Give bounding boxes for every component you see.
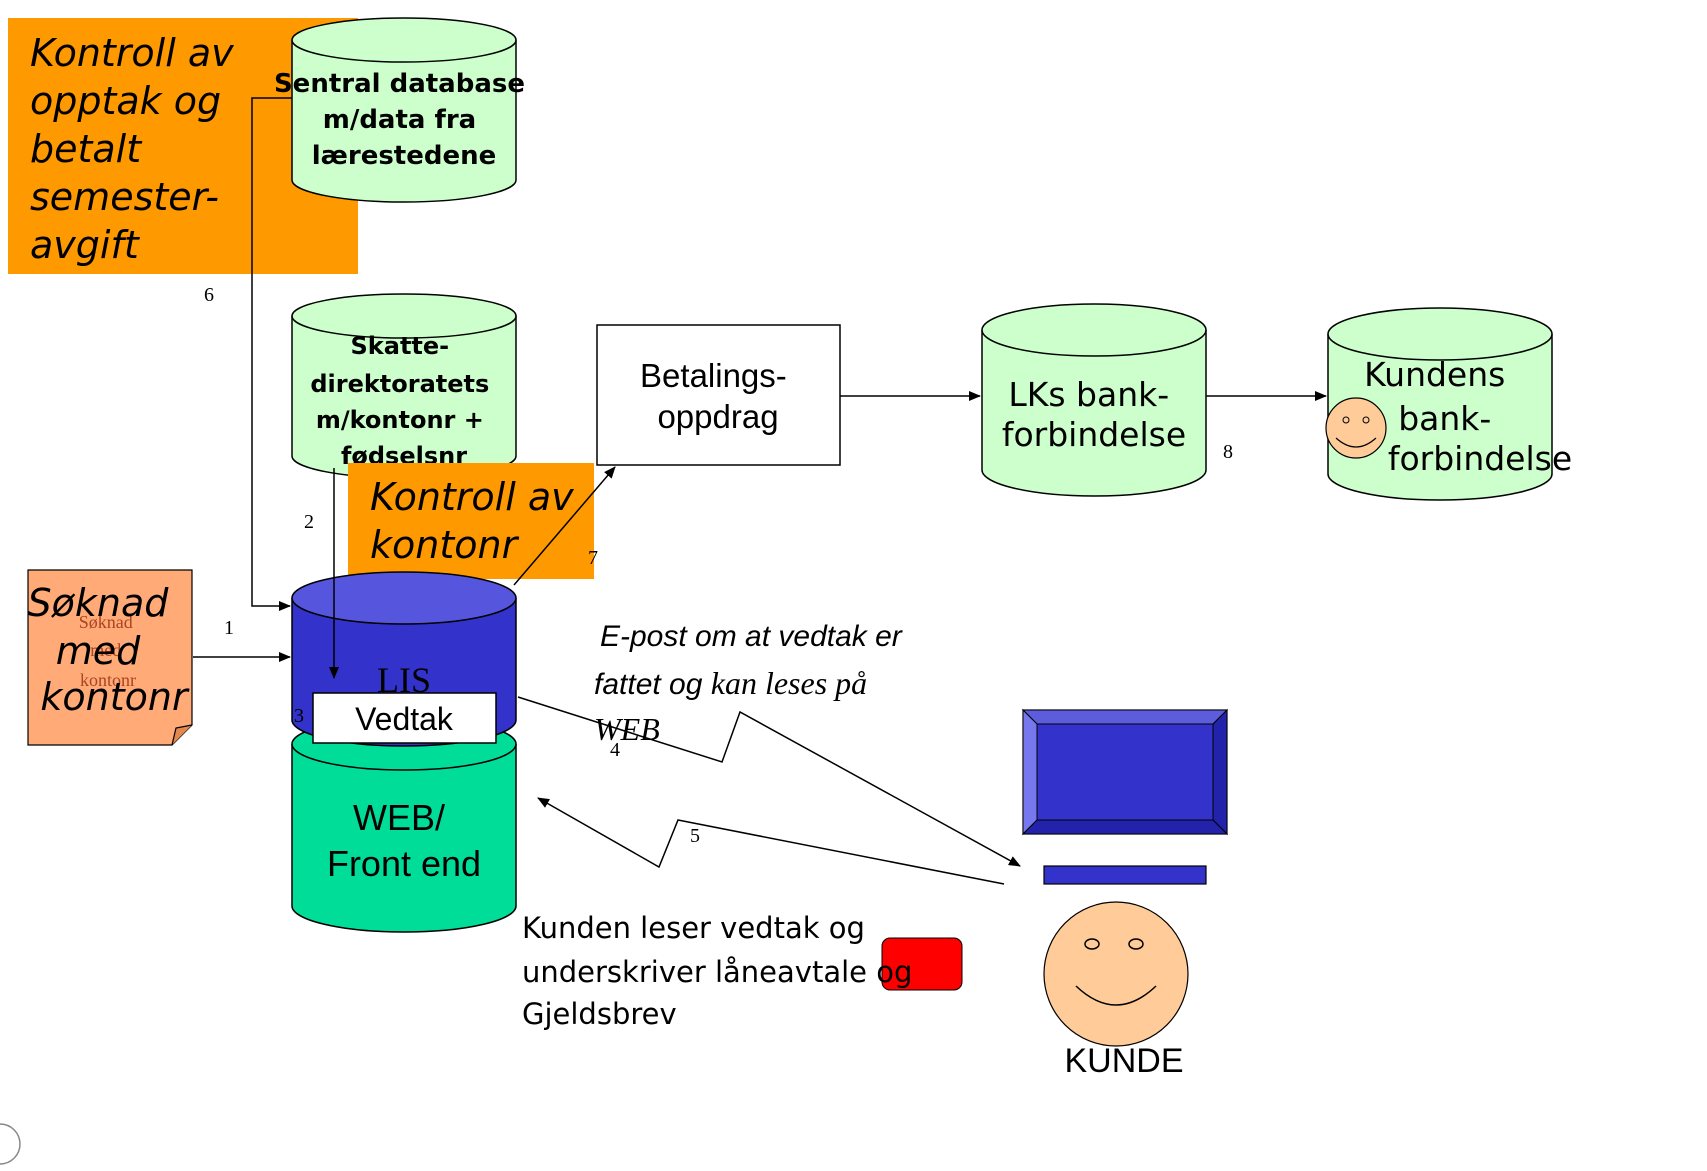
svg-text:Søknad med kontonr: Søknad med kontonr	[28, 581, 190, 719]
svg-text:Kontroll av opptak og: Kontroll av opptak og betalt semester- a…	[30, 31, 246, 267]
kunde-label: KUNDE	[1064, 1042, 1183, 1080]
svg-text:Søknad med kontonr: Søknad med kontonr	[79, 612, 138, 690]
svg-text:1: 1	[224, 617, 234, 639]
db-kundens-bank: Kundens bank- forbindelse	[1327, 307, 1572, 501]
svg-text:WEB: WEB	[594, 711, 660, 747]
svg-text:4: 4	[610, 739, 620, 761]
connectors	[193, 97, 1327, 885]
svg-text:LKs bank- forbindelse: LKs bank- forbindelse	[1002, 375, 1186, 454]
db-lis: LIS Vedtak	[291, 571, 517, 747]
kunden-text: Kunden leser vedtak og underskriver låne…	[522, 911, 912, 1031]
svg-text:Vedtak: Vedtak	[355, 701, 454, 737]
soknad-note: Søknad med kontonr Søknad med kontonr	[27, 569, 193, 746]
step-numbers: 6 2 1 3 4 5 7 8	[204, 284, 1233, 847]
logo-fragment	[0, 1123, 21, 1165]
svg-text:7: 7	[588, 547, 598, 569]
svg-text:2: 2	[304, 511, 314, 533]
svg-text:Gjeldsbrev: Gjeldsbrev	[522, 997, 677, 1031]
db-skatte: Skatte- direktoratets m/kontonr + fødsel…	[291, 293, 517, 479]
svg-text:5: 5	[690, 825, 700, 847]
db-sentral: Sentral database m/data fra lærestedene	[274, 17, 534, 203]
db-web-frontend: WEB/ Front end	[291, 717, 517, 933]
svg-text:6: 6	[204, 284, 214, 306]
svg-text:WEB/ Front end: WEB/ Front end	[327, 797, 481, 884]
monitor-icon	[1021, 708, 1229, 885]
small-face-icon	[1325, 397, 1387, 459]
note-kontroll-kontonr: Kontroll av kontonr	[348, 463, 594, 579]
svg-text:E-post om at vedtak er: E-post om at vedtak er	[600, 620, 903, 653]
red-highlight	[881, 937, 963, 991]
svg-text:8: 8	[1223, 441, 1233, 463]
svg-text:Betalings- oppdrag: Betalings- oppdrag	[640, 357, 796, 435]
betalingsoppdrag-box: Betalings- oppdrag	[596, 324, 841, 466]
db-lks-bank: LKs bank- forbindelse	[981, 303, 1207, 497]
svg-text:Kundens bank- forb: Kundens bank- forbindelse	[1364, 355, 1572, 478]
svg-text:Sentral database m/data: Sentral database m/data fra lærestedene	[274, 69, 534, 171]
svg-text:fattet og kan leses på: fattet og kan leses på	[594, 665, 867, 701]
svg-text:3: 3	[294, 705, 304, 727]
svg-text:Kontroll av kontonr: Kontroll av kontonr	[370, 475, 586, 567]
svg-text:Kunden leser vedtak og: Kunden leser vedtak og	[522, 911, 865, 945]
email-text: E-post om at vedtak er fattet og kan les…	[594, 620, 903, 747]
svg-text:underskriver låneavtale og: underskriver låneavtale og	[522, 955, 912, 989]
vedtak-box	[312, 692, 497, 744]
customer-face-icon	[1043, 901, 1189, 1047]
